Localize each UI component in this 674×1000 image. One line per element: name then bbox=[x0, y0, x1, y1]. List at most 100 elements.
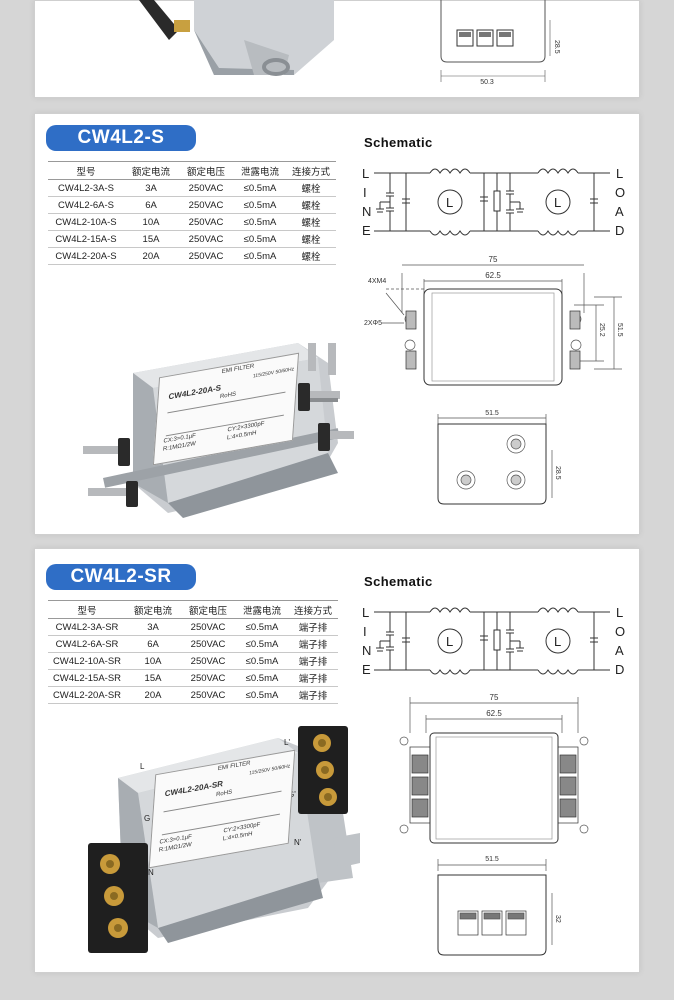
cell: CW4L2-15A-SR bbox=[48, 669, 126, 687]
dim-bottom-height: 28.5 bbox=[554, 466, 561, 480]
cell: 250VAC bbox=[180, 669, 236, 687]
cell: CW4L2-20A-S bbox=[48, 247, 124, 265]
load-letter: D bbox=[615, 662, 624, 677]
label-ratings: 115/250V 50/60Hz bbox=[248, 763, 291, 777]
svg-text:L: L bbox=[554, 634, 561, 649]
cell: 20A bbox=[124, 247, 178, 265]
line-letter: N bbox=[362, 204, 371, 219]
load-letter: L bbox=[616, 166, 623, 181]
cell: 250VAC bbox=[178, 247, 234, 265]
dim-bottom-height: 32 bbox=[554, 915, 561, 923]
slot-label: 2XΦ5 bbox=[364, 320, 382, 327]
terminal-g-label: G bbox=[144, 814, 151, 823]
table-header-row: 型号 额定电流 额定电压 泄露电流 连接方式 bbox=[48, 600, 338, 619]
cell: 15A bbox=[126, 669, 180, 687]
col-header-current: 额定电流 bbox=[126, 600, 180, 619]
cell: 端子排 bbox=[288, 652, 338, 670]
cell: 3A bbox=[124, 179, 178, 197]
section-cw4l2-s: CW4L2-S Schematic 型号 额定电流 额定电压 泄露电流 连接方式… bbox=[34, 113, 640, 535]
cell: CW4L2-6A-SR bbox=[48, 635, 126, 653]
top-view-drawing: 75 62.5 4XM4 2XΦ5 25.2 51.5 bbox=[364, 255, 623, 386]
dim-bottom-width: 51.5 bbox=[485, 856, 499, 863]
cell: ≤0.5mA bbox=[234, 230, 286, 248]
product-photo-partial bbox=[139, 0, 334, 76]
label-header: EMI FILTER bbox=[221, 363, 255, 376]
schematic-diagram: L I N E L O A D L L bbox=[362, 605, 625, 677]
cell: ≤0.5mA bbox=[234, 179, 286, 197]
cell: 螺栓 bbox=[286, 213, 336, 231]
table-header-row: 型号 额定电流 额定电压 泄露电流 连接方式 bbox=[48, 161, 336, 180]
label-circuit bbox=[161, 790, 282, 836]
top-partial-panel: 28.5 50.3 bbox=[34, 0, 640, 98]
dim-height: 28.5 bbox=[553, 40, 560, 54]
cell: 250VAC bbox=[180, 652, 236, 670]
cell: 15A bbox=[124, 230, 178, 248]
load-letter: D bbox=[615, 223, 624, 238]
dim-overall: 75 bbox=[489, 255, 498, 264]
circuit-lines: L L bbox=[374, 607, 610, 675]
cell: 250VAC bbox=[178, 196, 234, 214]
cell: 6A bbox=[124, 196, 178, 214]
col-header-model: 型号 bbox=[48, 600, 126, 619]
cell: ≤0.5mA bbox=[236, 635, 288, 653]
section-cw4l2-sr: CW4L2-SR Schematic 型号 额定电流 额定电压 泄露电流 连接方… bbox=[34, 548, 640, 973]
line-letter: E bbox=[362, 223, 371, 238]
cell: 250VAC bbox=[178, 179, 234, 197]
cell: 螺栓 bbox=[286, 230, 336, 248]
svg-text:L: L bbox=[446, 634, 453, 649]
cell: 端子排 bbox=[288, 618, 338, 636]
schematic-title: Schematic bbox=[364, 574, 433, 589]
cell: 6A bbox=[126, 635, 180, 653]
col-header-current: 额定电流 bbox=[124, 161, 178, 180]
schematic-title: Schematic bbox=[364, 135, 433, 150]
section-title-badge: CW4L2-S bbox=[46, 125, 196, 151]
dim-outer-height: 51.5 bbox=[616, 323, 623, 337]
product-photo: EMI FILTER CW4L2-20A-S 115/250V 50/60Hz … bbox=[48, 303, 358, 528]
load-letter: O bbox=[615, 185, 625, 200]
line-letter: L bbox=[362, 605, 369, 620]
cell: 10A bbox=[126, 652, 180, 670]
top-view-drawing: 75 62.5 bbox=[399, 693, 589, 844]
cell: CW4L2-3A-S bbox=[48, 179, 124, 197]
cell: CW4L2-6A-S bbox=[48, 196, 124, 214]
bottom-view-drawing: 51.5 28.5 bbox=[437, 410, 561, 505]
cell: CW4L2-15A-S bbox=[48, 230, 124, 248]
cell: 端子排 bbox=[288, 669, 338, 687]
col-header-leakage: 泄露电流 bbox=[234, 161, 286, 180]
svg-text:L: L bbox=[554, 195, 561, 210]
dim-bottom-width: 51.5 bbox=[485, 410, 499, 417]
hole-label: 4XM4 bbox=[368, 278, 386, 285]
col-header-connection: 连接方式 bbox=[288, 600, 338, 619]
line-letter: I bbox=[363, 185, 367, 200]
cell: CW4L2-3A-SR bbox=[48, 618, 126, 636]
cell: 螺栓 bbox=[286, 179, 336, 197]
cell: 螺栓 bbox=[286, 196, 336, 214]
col-header-connection: 连接方式 bbox=[286, 161, 336, 180]
terminal-l-label: L bbox=[140, 762, 145, 771]
load-letter: A bbox=[615, 204, 624, 219]
line-letter: L bbox=[362, 166, 369, 181]
cell: ≤0.5mA bbox=[234, 196, 286, 214]
cell: ≤0.5mA bbox=[236, 686, 288, 704]
cell: ≤0.5mA bbox=[236, 669, 288, 687]
cell: 250VAC bbox=[180, 618, 236, 636]
line-letter: E bbox=[362, 662, 371, 677]
load-letter: L bbox=[616, 605, 623, 620]
dim-holes: 62.5 bbox=[485, 271, 501, 280]
cell: 250VAC bbox=[180, 686, 236, 704]
cell: 10A bbox=[124, 213, 178, 231]
terminal-n-label: N bbox=[148, 868, 154, 877]
dim-width: 50.3 bbox=[480, 79, 494, 86]
dim-overall: 75 bbox=[490, 693, 499, 702]
load-letter: O bbox=[615, 624, 625, 639]
cell: 螺栓 bbox=[286, 247, 336, 265]
cell: ≤0.5mA bbox=[236, 618, 288, 636]
